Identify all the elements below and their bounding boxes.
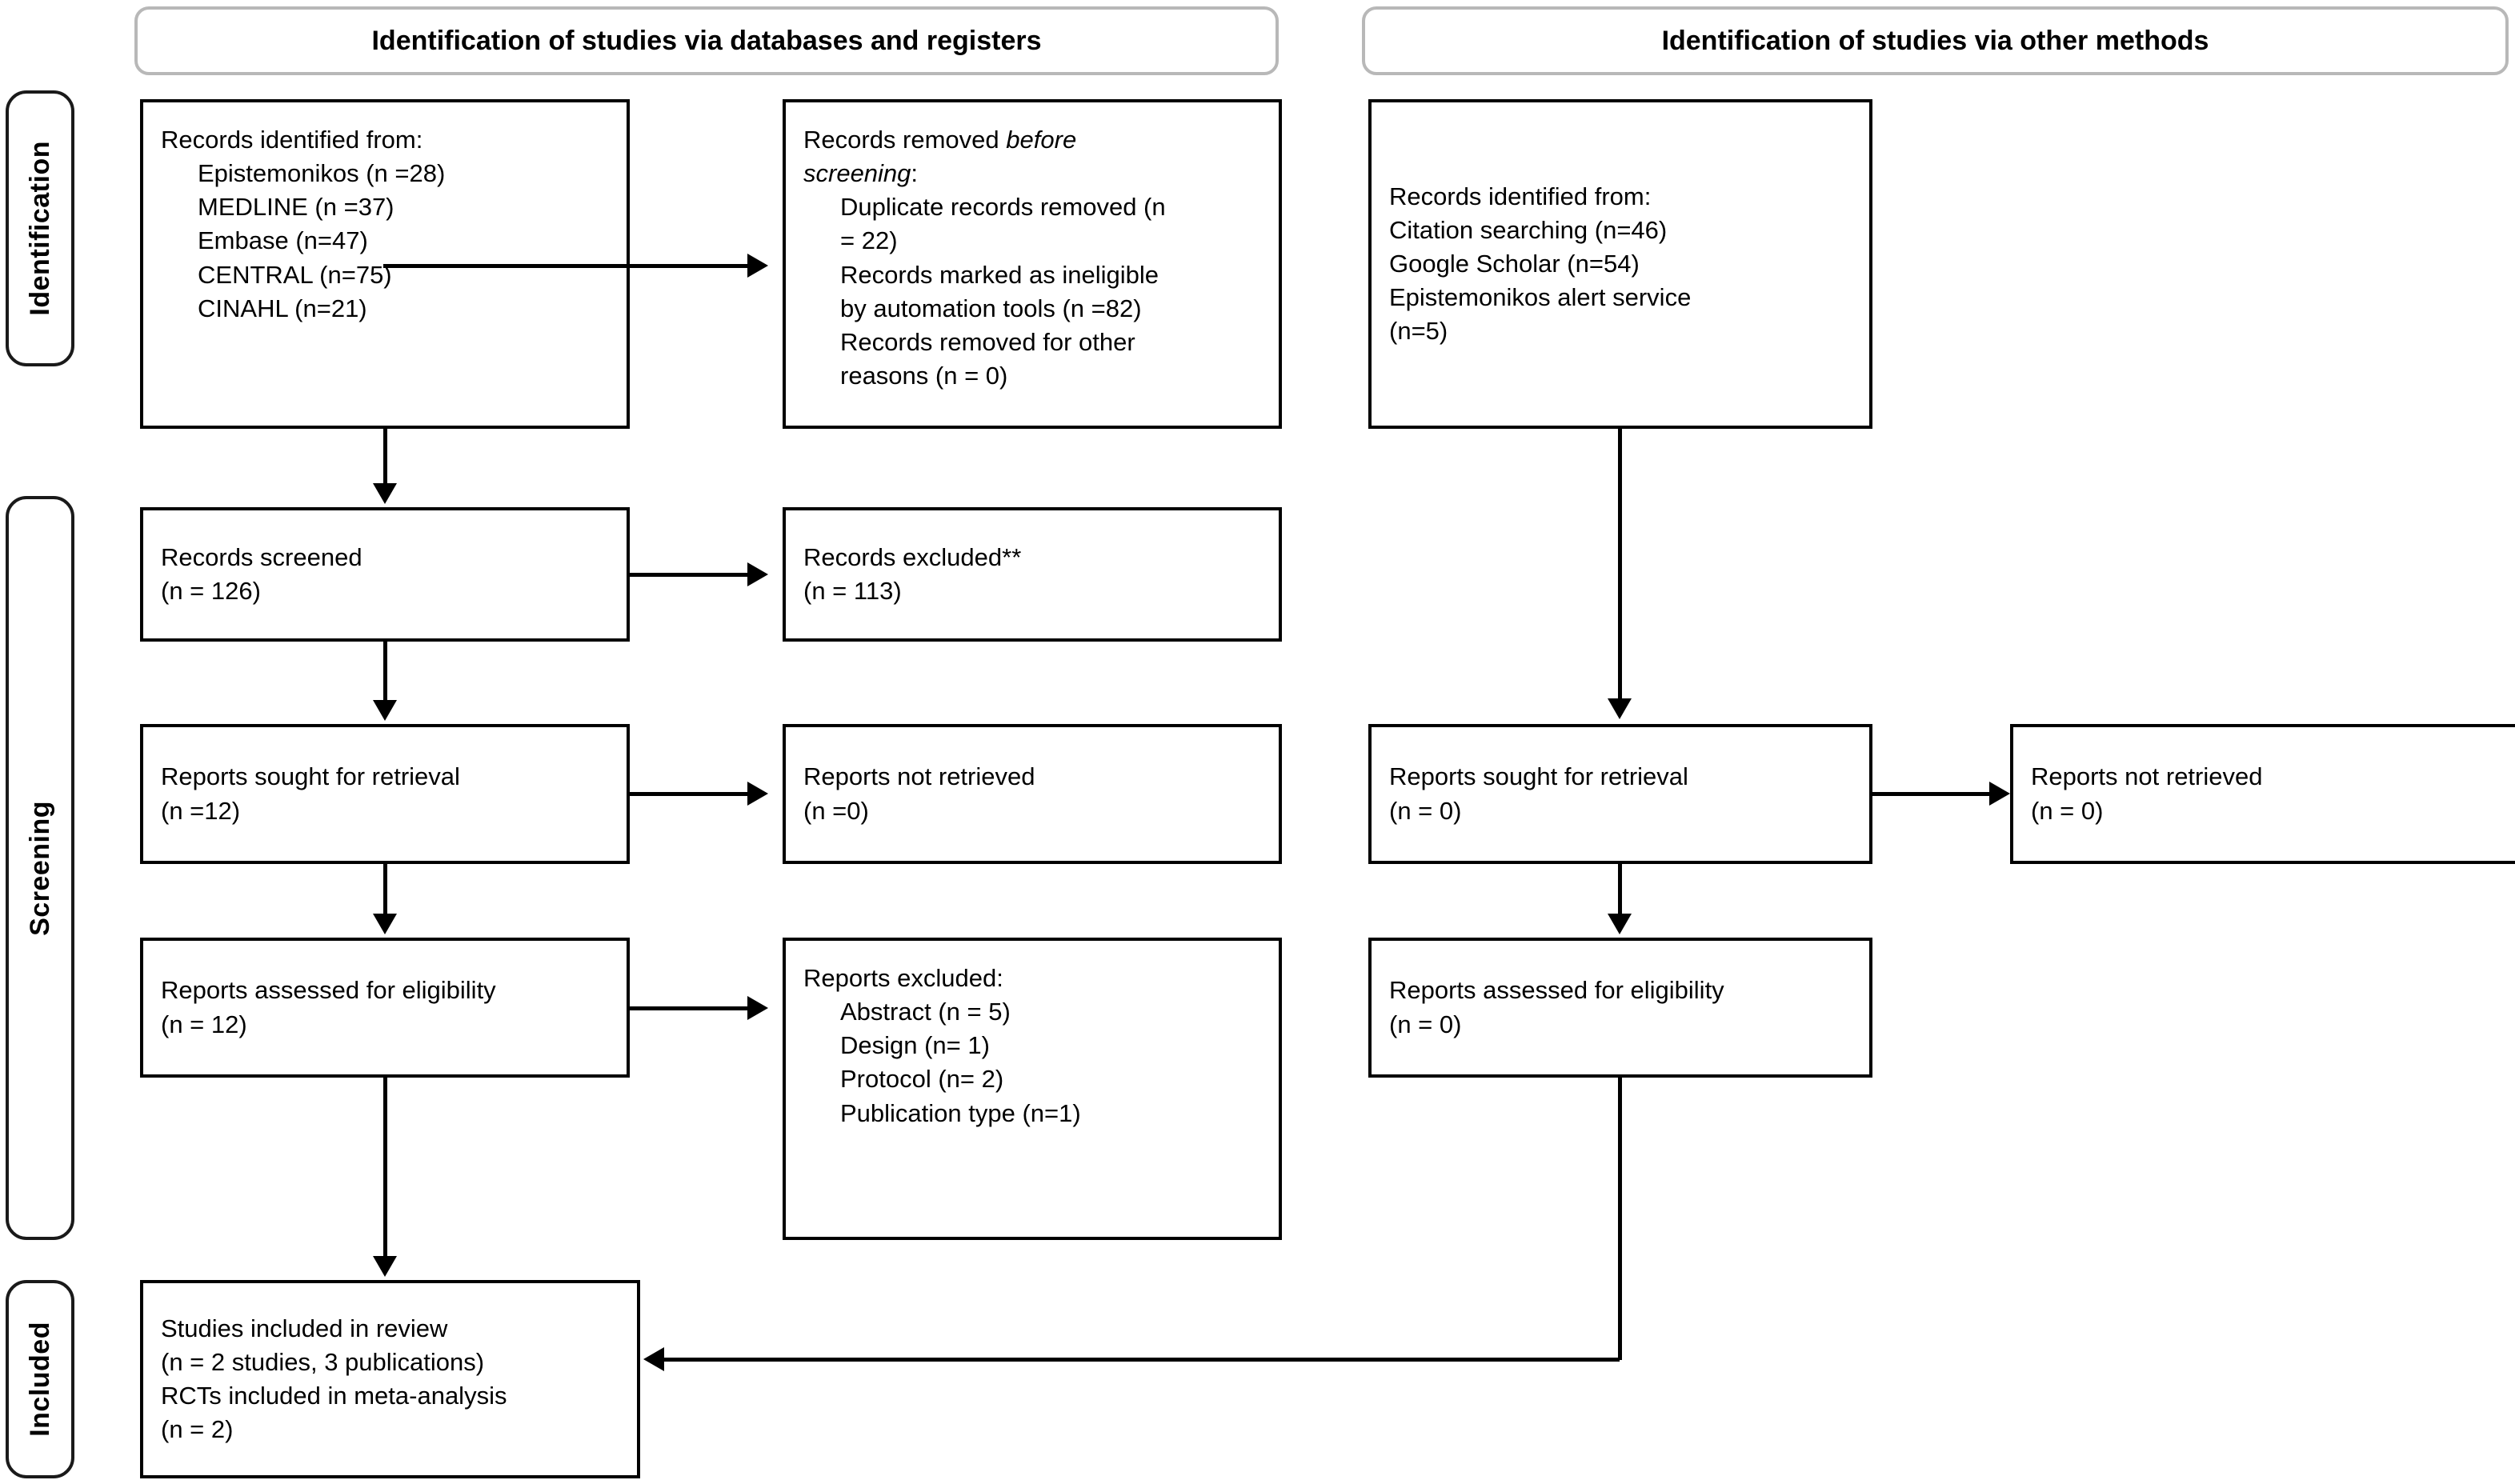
box-reports-not-retrieved-databases-text: Reports not retrieved (n =0) [803, 762, 1035, 825]
box-reports-sought-other-methods-text: Reports sought for retrieval (n = 0) [1389, 762, 1688, 825]
arrowhead-assessed-to-included [373, 1256, 397, 1277]
arrowhead-identified-to-screened [373, 483, 397, 504]
box-records-excluded-text: Records excluded** (n = 113) [803, 542, 1022, 605]
connector-other-assessed-to-included-horizontal [664, 1358, 1620, 1362]
arrowhead-other-identified-to-sought [1608, 698, 1632, 719]
box-records-excluded: Records excluded** (n = 113) [783, 507, 1282, 642]
box-reports-not-retrieved-other-methods: Reports not retrieved (n = 0) [2010, 724, 2515, 864]
connector-screened-to-sought [383, 642, 387, 702]
connector-sought-to-not-retrieved-left [630, 792, 747, 796]
box-reports-sought-databases: Reports sought for retrieval (n =12) [140, 724, 630, 864]
box-records-screened: Records screened (n = 126) [140, 507, 630, 642]
box-reports-excluded-text: Reports excluded: Abstract (n = 5) Desig… [803, 964, 1081, 1127]
connector-other-assessed-to-included-vertical [1618, 1078, 1622, 1360]
box-reports-sought-databases-text: Reports sought for retrieval (n =12) [161, 762, 460, 825]
arrowhead-identified-to-removed [747, 254, 768, 278]
column-banner-databases: Identification of studies via databases … [134, 6, 1279, 75]
connector-sought-to-not-retrieved-right [1872, 792, 1989, 796]
box-reports-excluded: Reports excluded: Abstract (n = 5) Desig… [783, 938, 1282, 1240]
column-banner-other-methods-text: Identification of studies via other meth… [1661, 25, 2209, 56]
column-banner-other-methods: Identification of studies via other meth… [1362, 6, 2509, 75]
box-records-screened-text: Records screened (n = 126) [161, 542, 362, 605]
column-banner-databases-text: Identification of studies via databases … [371, 25, 1042, 56]
box-reports-assessed-other-methods: Reports assessed for eligibility (n = 0) [1368, 938, 1872, 1078]
box-reports-assessed-other-methods-text: Reports assessed for eligibility (n = 0) [1389, 976, 1724, 1038]
box-reports-not-retrieved-databases: Reports not retrieved (n =0) [783, 724, 1282, 864]
connector-identified-to-screened [383, 429, 387, 485]
connector-identified-to-removed-stub [383, 264, 387, 266]
box-studies-included: Studies included in review (n = 2 studie… [140, 1280, 640, 1478]
arrowhead-screened-to-sought [373, 700, 397, 721]
phase-label-identification-text: Identification [24, 141, 55, 316]
phase-label-screening: Screening [6, 496, 74, 1240]
arrowhead-other-assessed-to-included [643, 1347, 664, 1371]
arrowhead-sought-to-assessed-left [373, 914, 397, 934]
arrowhead-assessed-to-excluded [747, 996, 768, 1020]
box-studies-included-text: Studies included in review (n = 2 studie… [161, 1314, 507, 1444]
connector-other-identified-to-sought [1618, 429, 1622, 700]
box-reports-sought-other-methods: Reports sought for retrieval (n = 0) [1368, 724, 1872, 864]
connector-assessed-to-excluded [630, 1006, 747, 1010]
box-reports-assessed-databases: Reports assessed for eligibility (n = 12… [140, 938, 630, 1078]
arrowhead-sought-to-not-retrieved-left [747, 782, 768, 806]
box-records-removed-before-screening-text: Records removed before screening: Duplic… [803, 126, 1166, 390]
box-records-removed-before-screening: Records removed before screening: Duplic… [783, 99, 1282, 429]
phase-label-included: Included [6, 1280, 74, 1478]
phase-label-identification: Identification [6, 90, 74, 366]
box-records-identified-from-databases-text: Records identified from: Epistemonikos (… [161, 126, 446, 322]
box-reports-assessed-databases-text: Reports assessed for eligibility (n = 12… [161, 976, 496, 1038]
connector-identified-to-removed [383, 264, 747, 268]
phase-label-included-text: Included [24, 1322, 55, 1437]
connector-screened-to-excluded [630, 573, 747, 577]
box-records-identified-other-methods-text: Records identified from: Citation search… [1389, 182, 1692, 346]
box-reports-not-retrieved-other-methods-text: Reports not retrieved (n = 0) [2031, 762, 2263, 825]
arrowhead-sought-to-assessed-right [1608, 914, 1632, 934]
phase-label-screening-text: Screening [24, 800, 55, 936]
arrowhead-screened-to-excluded [747, 562, 768, 586]
arrowhead-sought-to-not-retrieved-right [1989, 782, 2010, 806]
box-records-identified-other-methods: Records identified from: Citation search… [1368, 99, 1872, 429]
connector-sought-to-assessed-right [1618, 864, 1622, 915]
connector-sought-to-assessed-left [383, 864, 387, 915]
connector-assessed-to-included [383, 1078, 387, 1258]
